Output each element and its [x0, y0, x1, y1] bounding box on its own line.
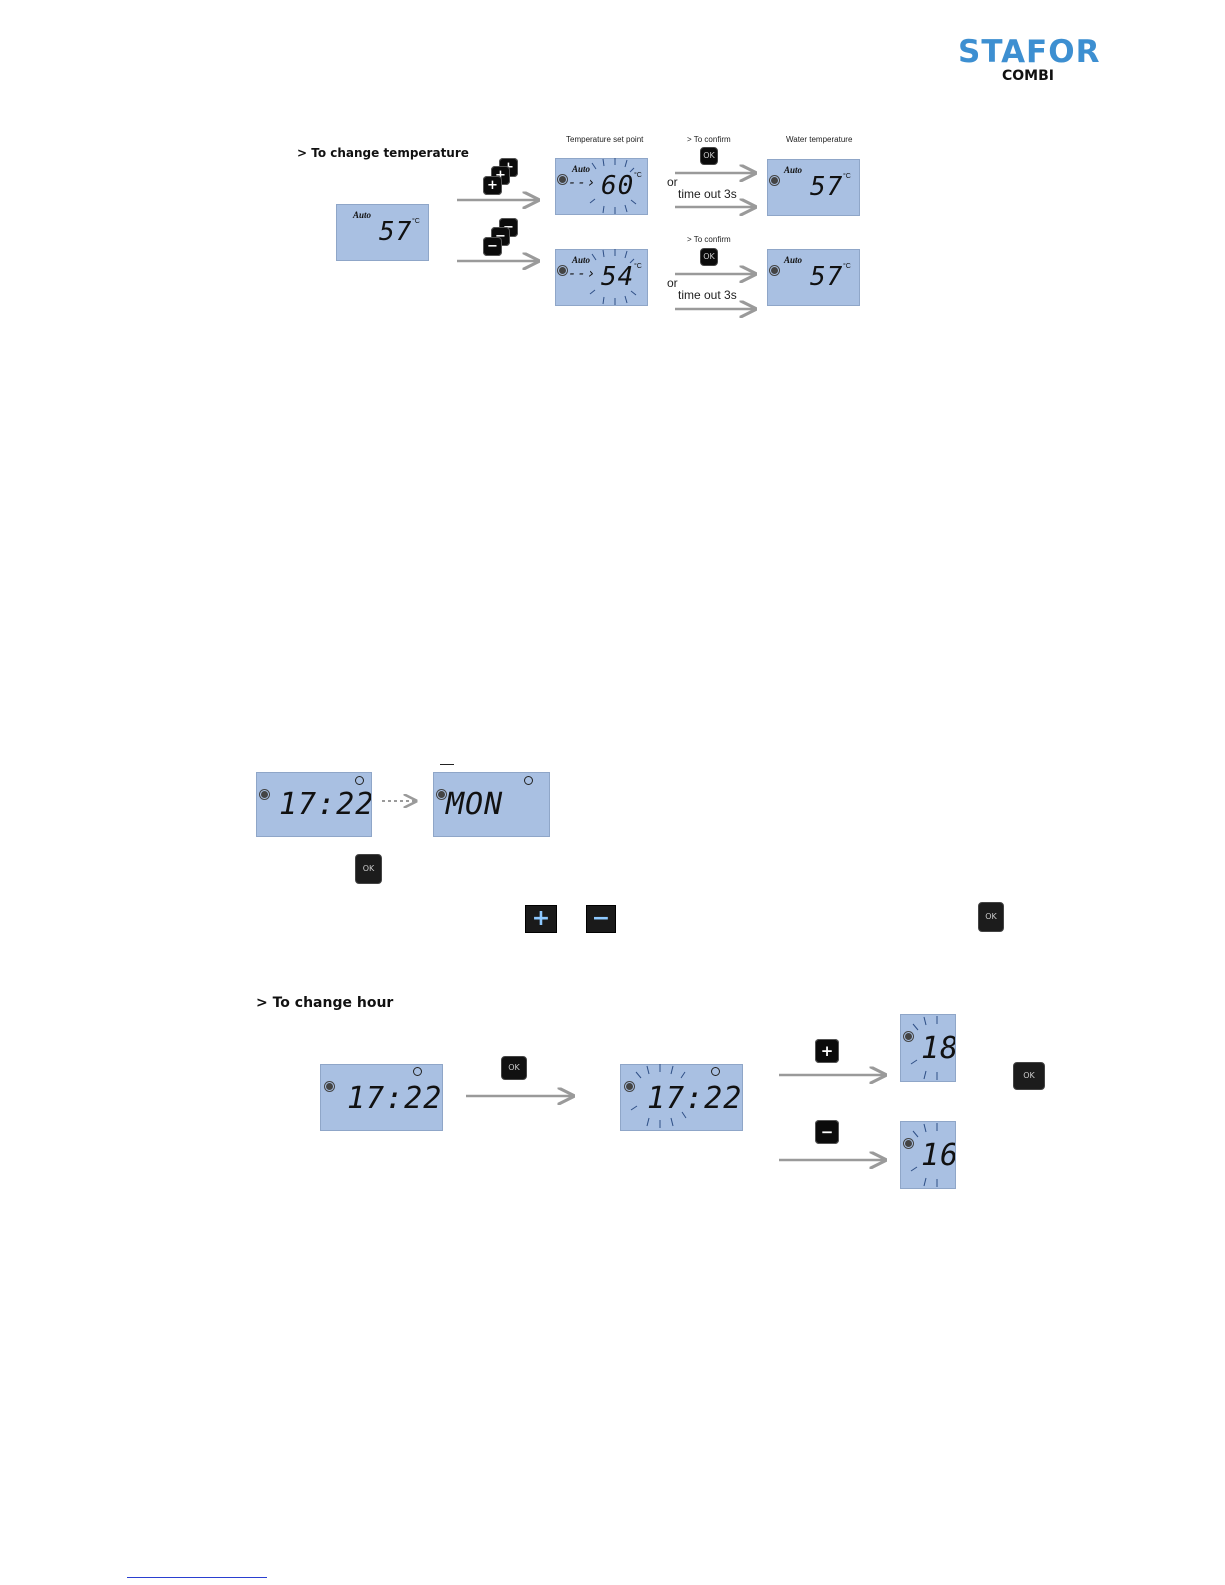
footer-link-underline[interactable] [127, 1577, 267, 1578]
flash-rays-icon [911, 1016, 937, 1080]
flash-rays-icon [911, 1123, 937, 1187]
flash-rays-icon [590, 249, 636, 305]
flash-rays-icon [590, 158, 636, 214]
flash-rays-icon [631, 1064, 686, 1128]
